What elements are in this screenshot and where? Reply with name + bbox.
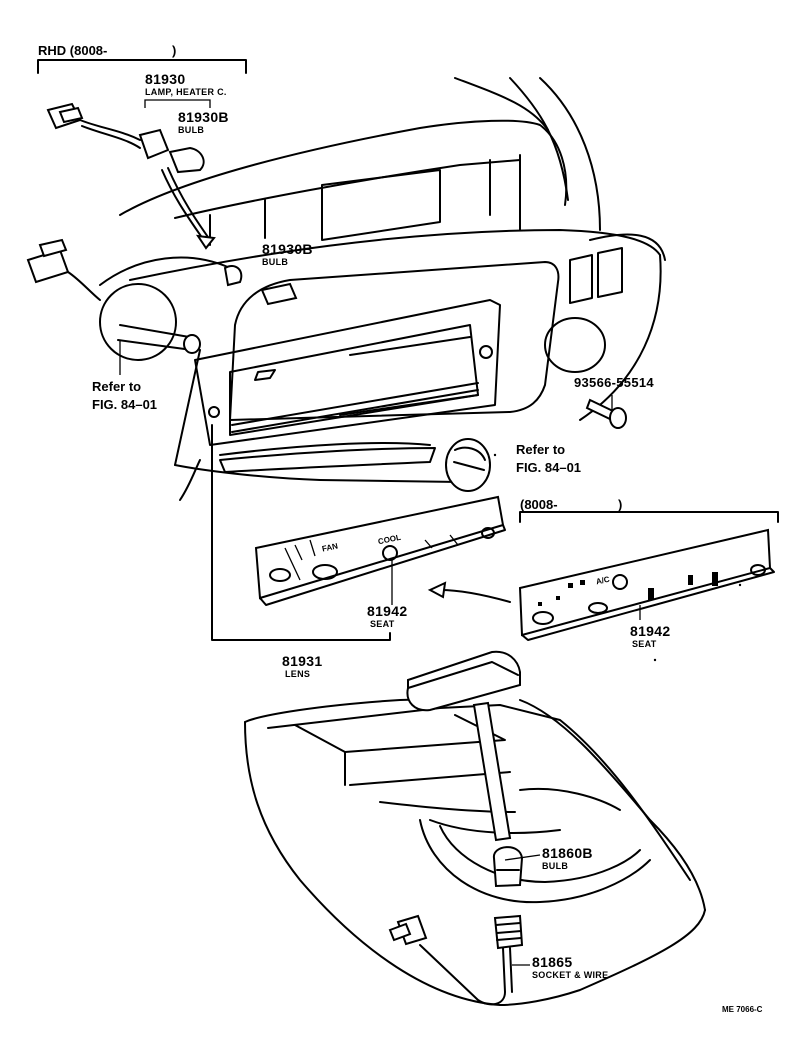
rhd-header: RHD (8008- [38, 43, 108, 58]
part-name-seat-right: SEAT [632, 639, 657, 649]
part-number-seat-left: 81942 [367, 603, 408, 619]
ref-right-line2: FIG. 84–01 [516, 460, 582, 475]
drawing-code: ME 7066-C [722, 1005, 763, 1014]
part-name-bulb-bottom: BULB [542, 861, 569, 871]
part-number-screw: 93566-55514 [574, 375, 654, 390]
ref-left-line2: FIG. 84–01 [92, 397, 158, 412]
part-number-seat-right: 81942 [630, 623, 671, 639]
part-number-socket-wire: 81865 [532, 954, 573, 970]
part-number-bulb-bottom: 81860B [542, 845, 593, 861]
screw-part [585, 395, 627, 429]
console-assembly [244, 650, 706, 1006]
ref-left-line1: Refer to [92, 379, 142, 394]
ref-right-line1: Refer to [516, 442, 566, 457]
part-name-seat-left: SEAT [370, 619, 395, 629]
part-number-bulb-mid: 81930B [262, 241, 313, 257]
seat-left-panel [254, 495, 506, 606]
part-name-lens: LENS [285, 669, 311, 679]
lamp-heater-assembly [46, 102, 216, 250]
rhd-bracket [37, 59, 247, 74]
part-number-lens: 81931 [282, 653, 323, 669]
seat-right-group [427, 511, 779, 641]
part-name-bulb-top: BULB [178, 125, 205, 135]
alt-header-close: ) [618, 497, 623, 512]
part-name-lamp-heater: LAMP, HEATER C. [145, 87, 227, 97]
part-number-lamp-heater: 81930 [145, 71, 186, 87]
part-name-socket-wire: SOCKET & WIRE [532, 970, 609, 980]
part-name-bulb-mid: BULB [262, 257, 289, 267]
dashboard-outline [119, 77, 666, 641]
rhd-header-close: ) [172, 43, 177, 58]
lamp-mid-assembly [26, 238, 298, 375]
part-number-bulb-top: 81930B [178, 109, 229, 125]
alt-header: (8008- [520, 497, 558, 512]
knob-part [445, 438, 491, 492]
lamp-bracket [144, 99, 211, 108]
